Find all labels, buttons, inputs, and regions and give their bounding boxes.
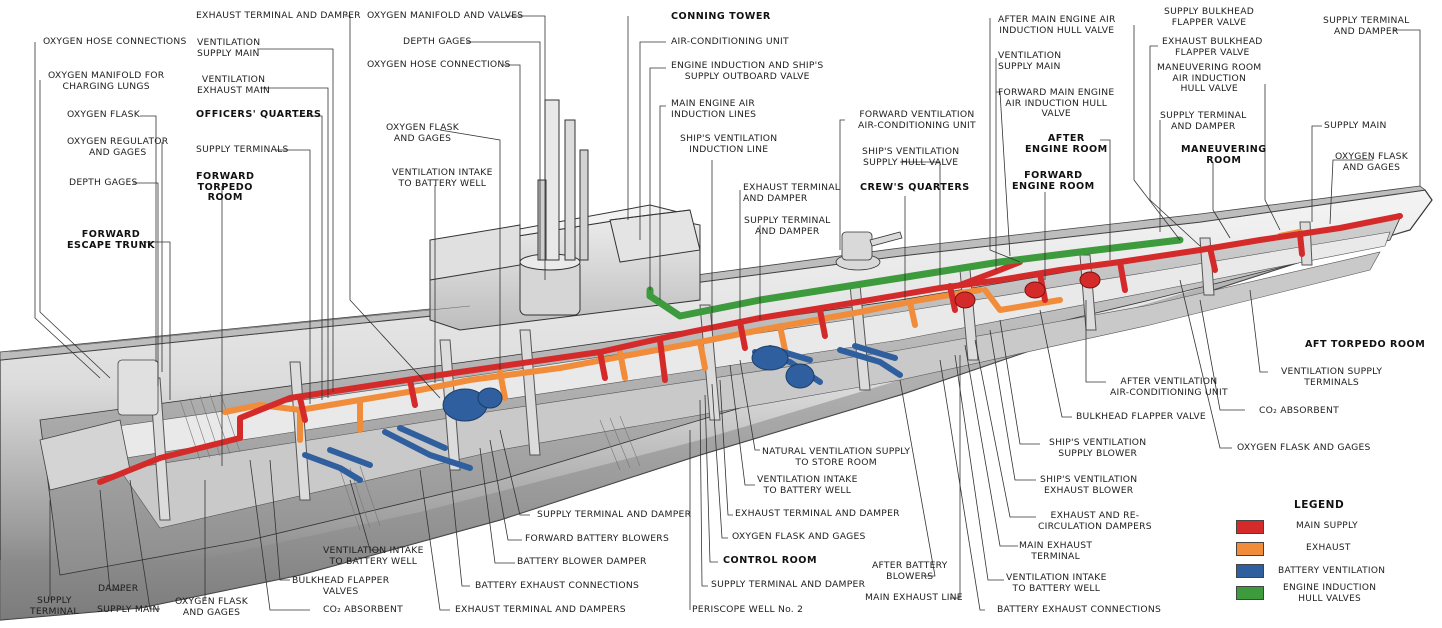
label-supply-terminal-damper-bottom: SUPPLY TERMINAL AND DAMPER [711, 579, 866, 590]
label-depth-gages-top: DEPTH GAGES [403, 36, 472, 47]
label-after-engine-room: AFTER ENGINE ROOM [1025, 133, 1108, 155]
label-oxygen-flask-left: OXYGEN FLASK [67, 109, 141, 120]
label-engine-induction-outboard: ENGINE INDUCTION AND SHIP'S SUPPLY OUTBO… [671, 60, 824, 82]
aft-blowers [954, 271, 1101, 309]
label-ships-ventilation-exhaust-blower: SHIP'S VENTILATION EXHAUST BLOWER [1040, 474, 1138, 496]
battery-blowers [442, 345, 815, 422]
leader-lines [34, 15, 1421, 611]
label-exhaust-bulkhead-flapper: EXHAUST BULKHEAD FLAPPER VALVE [1162, 36, 1263, 58]
conning-tower [429, 99, 701, 331]
label-maneuvering-room-induction: MANEUVERING ROOM AIR INDUCTION HULL VALV… [1157, 62, 1262, 95]
label-oxygen-flask-gages-bottom-left: OXYGEN FLASK AND GAGES [175, 596, 249, 618]
label-ventilation-supply-main-top: VENTILATION SUPPLY MAIN [197, 37, 261, 59]
legend-swatch-battery-ventilation [1236, 564, 1264, 578]
label-ventilation-exhaust-main: VENTILATION EXHAUST MAIN [197, 74, 271, 96]
label-supply-terminal-damper-far: SUPPLY TERMINAL AND DAMPER [1323, 15, 1410, 37]
deck-gun [835, 231, 903, 271]
label-bulkhead-flapper-valve: BULKHEAD FLAPPER VALVE [1076, 411, 1206, 422]
label-maneuvering-room: MANEUVERING ROOM [1181, 144, 1267, 166]
label-ventilation-intake-battery-mid: VENTILATION INTAKE TO BATTERY WELL [757, 474, 858, 496]
legend-label-engine-induction: ENGINE INDUCTION HULL VALVES [1283, 583, 1377, 604]
label-oxygen-hose-connections-top: OXYGEN HOSE CONNECTIONS [367, 59, 511, 70]
label-oxygen-hose-connections-left: OXYGEN HOSE CONNECTIONS [43, 36, 187, 47]
label-battery-exhaust-connections-bottom: BATTERY EXHAUST CONNECTIONS [475, 580, 640, 591]
label-supply-bulkhead-flapper: SUPPLY BULKHEAD FLAPPER VALVE [1164, 6, 1255, 28]
label-ventilation-intake-battery-bottom-left: VENTILATION INTAKE TO BATTERY WELL [323, 545, 424, 567]
label-oxygen-flask-gages-right: OXYGEN FLASK AND GAGES [1335, 151, 1409, 173]
label-main-engine-air-induction-lines: MAIN ENGINE AIR INDUCTION LINES [671, 98, 757, 120]
label-after-main-engine-induction: AFTER MAIN ENGINE AIR INDUCTION HULL VAL… [998, 14, 1116, 36]
label-natural-ventilation-store: NATURAL VENTILATION SUPPLY TO STORE ROOM [762, 446, 911, 468]
label-bulkhead-flapper-valves: BULKHEAD FLAPPER VALVES [292, 575, 390, 597]
label-after-ventilation-ac: AFTER VENTILATION AIR-CONDITIONING UNIT [1110, 376, 1228, 398]
label-forward-torpedo-room: FORWARD TORPEDO ROOM [196, 171, 255, 204]
label-forward-engine-room: FORWARD ENGINE ROOM [1012, 170, 1095, 192]
label-ventilation-supply-main-right: VENTILATION SUPPLY MAIN [998, 50, 1062, 72]
label-supply-terminal-damper-right: SUPPLY TERMINAL AND DAMPER [1160, 110, 1247, 132]
label-supply-terminal-damper-mid: SUPPLY TERMINAL AND DAMPER [744, 215, 831, 237]
label-oxygen-manifold-valves: OXYGEN MANIFOLD AND VALVES [367, 10, 524, 21]
legend-swatch-main-supply [1236, 520, 1264, 534]
legend-label-battery-ventilation: BATTERY VENTILATION [1278, 566, 1386, 576]
legend-label-exhaust: EXHAUST [1306, 543, 1351, 553]
label-forward-main-engine-induction: FORWARD MAIN ENGINE AIR INDUCTION HULL V… [998, 87, 1115, 120]
deck-casing [0, 185, 1426, 361]
label-co2-absorbent-bottom: CO₂ ABSORBENT [323, 604, 403, 615]
label-ventilation-supply-terminals: VENTILATION SUPPLY TERMINALS [1281, 366, 1383, 388]
label-exhaust-terminal-dampers-bottom: EXHAUST TERMINAL AND DAMPERS [455, 604, 626, 615]
label-battery-blower-damper: BATTERY BLOWER DAMPER [517, 556, 647, 567]
label-ships-ventilation-supply-hull: SHIP'S VENTILATION SUPPLY HULL VALVE [862, 146, 960, 168]
label-control-room: CONTROL ROOM [723, 555, 818, 566]
engine-induction-piping [646, 236, 1184, 320]
label-supply-main-right: SUPPLY MAIN [1324, 120, 1387, 131]
label-co2-absorbent-right: CO₂ ABSORBENT [1259, 405, 1339, 416]
label-exhaust-terminal-damper-top: EXHAUST TERMINAL AND DAMPER [196, 10, 361, 21]
label-supply-main-bottom: SUPPLY MAIN [97, 604, 160, 615]
label-oxygen-flask-gages-mid: OXYGEN FLASK AND GAGES [386, 122, 460, 144]
legend-swatch-engine-induction [1236, 586, 1264, 600]
label-ships-ventilation-induction: SHIP'S VENTILATION INDUCTION LINE [680, 133, 778, 155]
legend-title: LEGEND [1294, 499, 1345, 511]
label-exhaust-recirculation-dampers: EXHAUST AND RE- CIRCULATION DAMPERS [1038, 510, 1152, 532]
label-air-conditioning-unit: AIR-CONDITIONING UNIT [671, 36, 789, 47]
label-periscope-well: PERISCOPE WELL No. 2 [692, 604, 804, 615]
label-main-exhaust-line: MAIN EXHAUST LINE [865, 592, 963, 603]
label-after-battery-blowers: AFTER BATTERY BLOWERS [872, 560, 948, 582]
label-forward-ventilation-ac: FORWARD VENTILATION AIR-CONDITIONING UNI… [858, 109, 976, 131]
label-oxygen-regulator: OXYGEN REGULATOR AND GAGES [67, 136, 169, 158]
label-main-exhaust-terminal: MAIN EXHAUST TERMINAL [1019, 540, 1093, 562]
label-forward-battery-blowers: FORWARD BATTERY BLOWERS [525, 533, 670, 544]
label-supply-terminal-damper-bottom2: SUPPLY TERMINAL AND DAMPER [537, 509, 692, 520]
label-exhaust-terminal-damper-mid: EXHAUST TERMINAL AND DAMPER [743, 182, 841, 204]
label-crews-quarters: CREW'S QUARTERS [860, 182, 970, 193]
label-forward-escape-trunk: FORWARD ESCAPE TRUNK [67, 229, 156, 251]
deck-railing [9, 305, 471, 353]
forward-torpedo-room-detail [39, 359, 159, 491]
label-ventilation-intake-battery-bottom-right: VENTILATION INTAKE TO BATTERY WELL [1006, 572, 1107, 594]
label-damper-bottom: DAMPER [98, 583, 139, 594]
label-depth-gages-left: DEPTH GAGES [69, 177, 138, 188]
label-supply-terminal-bottom: SUPPLY TERMINAL [30, 595, 79, 617]
label-ventilation-intake-battery-top: VENTILATION INTAKE TO BATTERY WELL [392, 167, 493, 189]
label-exhaust-terminal-damper-bottom: EXHAUST TERMINAL AND DAMPER [735, 508, 900, 519]
label-conning-tower: CONNING TOWER [671, 11, 771, 22]
label-oxygen-manifold-charging: OXYGEN MANIFOLD FOR CHARGING LUNGS [48, 70, 165, 92]
legend-label-main-supply: MAIN SUPPLY [1296, 521, 1358, 531]
label-officers-quarters: OFFICERS' QUARTERS [196, 109, 322, 120]
label-ships-ventilation-supply-blower: SHIP'S VENTILATION SUPPLY BLOWER [1049, 437, 1147, 459]
label-oxygen-flask-gages-bottom-right: OXYGEN FLASK AND GAGES [1237, 442, 1371, 453]
label-supply-terminals: SUPPLY TERMINALS [196, 144, 289, 155]
label-oxygen-flask-gages-bottom-mid: OXYGEN FLASK AND GAGES [732, 531, 866, 542]
label-battery-exhaust-connections-right: BATTERY EXHAUST CONNECTIONS [997, 604, 1162, 615]
label-aft-torpedo-room: AFT TORPEDO ROOM [1305, 339, 1426, 350]
legend-swatch-exhaust [1236, 542, 1264, 556]
